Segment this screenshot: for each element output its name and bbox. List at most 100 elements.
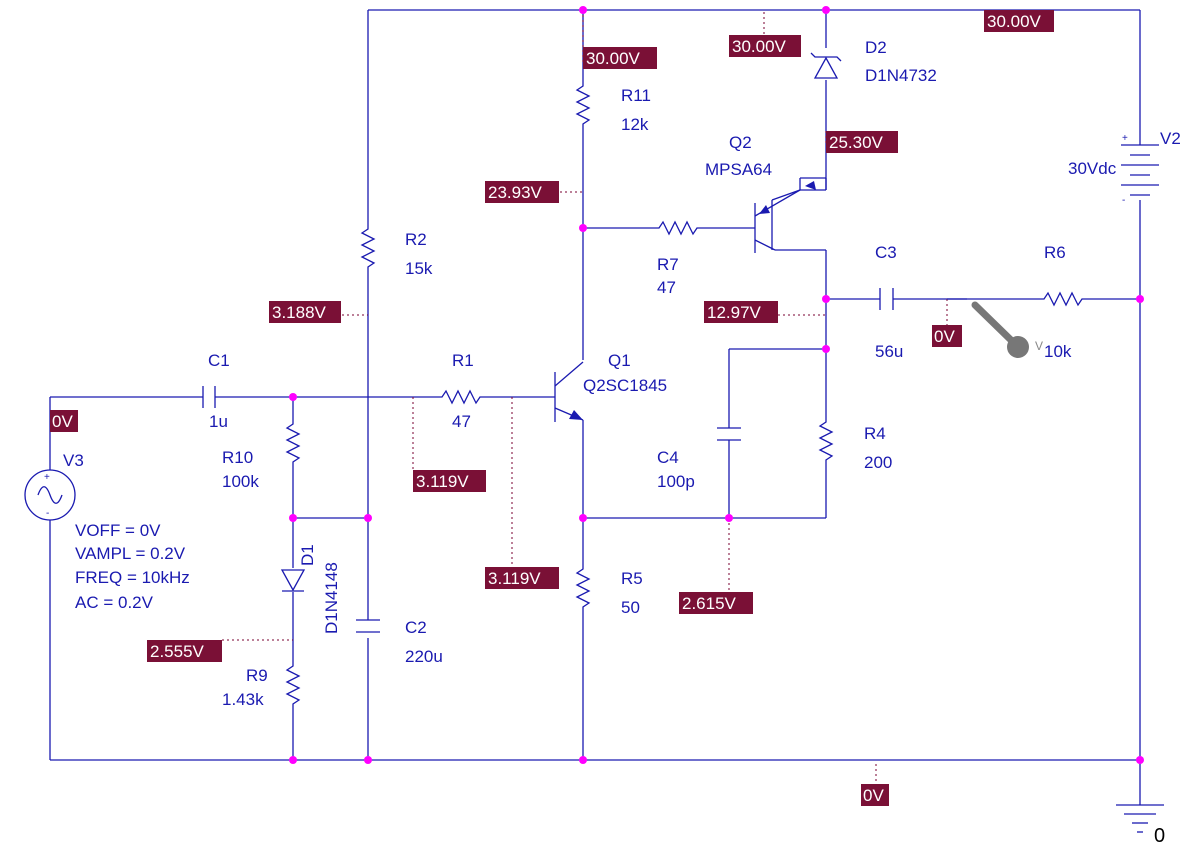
plus-sign: + [1122, 133, 1128, 144]
r7-value: 47 [657, 278, 676, 297]
diode-d1[interactable] [280, 569, 306, 592]
ground-symbol[interactable] [1116, 804, 1164, 833]
resistor-r11[interactable] [575, 82, 591, 132]
d1-value: D1N4148 [322, 562, 341, 634]
voltage-marker[interactable]: 0V [861, 784, 889, 806]
r7-ref: R7 [657, 255, 679, 274]
c2-value: 220u [405, 647, 443, 666]
resistor-r6[interactable] [1040, 291, 1090, 307]
resistor-r9[interactable] [285, 662, 301, 712]
voltage-marker-text: 2.615V [682, 594, 737, 613]
capacitor-c1[interactable] [202, 386, 216, 408]
voltage-marker-text: 30.00V [732, 37, 787, 56]
voltage-marker-text: 2.555V [150, 642, 205, 661]
voltage-probe[interactable]: V [947, 298, 1043, 358]
r4-value: 200 [864, 453, 892, 472]
c1-value: 1u [209, 412, 228, 431]
capacitor-c3[interactable] [879, 288, 894, 310]
plus-sign: + [44, 472, 50, 483]
r4-ref: R4 [864, 424, 886, 443]
capacitor-c4[interactable] [717, 427, 741, 441]
v3-param-ac: AC = 0.2V [75, 593, 154, 612]
marker-leads [222, 10, 948, 784]
voltage-marker-text: 3.188V [272, 303, 327, 322]
r9-ref: R9 [246, 666, 268, 685]
d2-value: D1N4732 [865, 66, 937, 85]
c1-ref: C1 [208, 351, 230, 370]
voltage-marker-text: 3.119V [416, 472, 469, 491]
c4-ref: C4 [657, 448, 679, 467]
voltage-marker-text: 23.93V [488, 183, 543, 202]
voltage-marker[interactable]: 2.615V [679, 592, 753, 614]
r10-ref: R10 [222, 448, 253, 467]
voltage-marker[interactable]: 3.188V [269, 301, 341, 323]
minus-sign: - [1122, 195, 1125, 206]
voltage-marker-text: 0V [52, 412, 73, 431]
r1-ref: R1 [452, 351, 474, 370]
voltage-marker[interactable]: 3.119V [485, 567, 559, 589]
transistor-q2[interactable] [754, 177, 827, 253]
q1-value: Q2SC1845 [583, 376, 667, 395]
resistor-r7[interactable] [655, 220, 705, 236]
voltage-marker[interactable]: 0V [932, 325, 962, 347]
voltage-marker[interactable]: 0V [50, 410, 78, 432]
r6-value: 10k [1044, 342, 1072, 361]
resistor-r4[interactable] [818, 418, 834, 470]
r5-ref: R5 [621, 569, 643, 588]
v3-param-vampl: VAMPL = 0.2V [75, 544, 186, 563]
r6-ref: R6 [1044, 243, 1066, 262]
r2-ref: R2 [405, 230, 427, 249]
voltage-marker-text: 0V [934, 327, 955, 346]
d1-ref: D1 [298, 544, 317, 566]
minus-sign: - [46, 508, 49, 519]
voltage-marker[interactable]: 30.00V [583, 47, 657, 69]
v2-ref: V2 [1160, 129, 1181, 148]
transistor-q1[interactable] [554, 361, 584, 422]
voltage-marker[interactable]: 25.30V [826, 131, 898, 153]
component-labels: R11 12k D2 D1N4732 Q2 MPSA64 V2 30Vdc R2… [63, 38, 1181, 847]
c3-ref: C3 [875, 243, 897, 262]
resistor-r10[interactable] [285, 420, 301, 470]
v3-ref: V3 [63, 451, 84, 470]
voltage-marker-text: 12.97V [707, 303, 762, 322]
r10-value: 100k [222, 472, 259, 491]
q2-ref: Q2 [729, 133, 752, 152]
voltage-marker-text: 25.30V [829, 133, 884, 152]
r2-value: 15k [405, 259, 433, 278]
dc-source-v2[interactable]: + - [1121, 133, 1159, 206]
voltage-marker-text: 30.00V [586, 49, 641, 68]
voltage-marker-text: 30.00V [987, 12, 1042, 31]
c2-ref: C2 [405, 618, 427, 637]
q1-ref: Q1 [608, 351, 631, 370]
resistor-r5[interactable] [575, 565, 591, 615]
ac-source-v3[interactable]: + - [24, 469, 76, 521]
wires [49, 9, 1141, 805]
voltage-marker[interactable]: 3.119V [413, 470, 486, 492]
voltage-marker[interactable]: 12.97V [704, 301, 778, 323]
r11-ref: R11 [621, 86, 651, 105]
v3-param-freq: FREQ = 10kHz [75, 568, 190, 587]
r9-value: 1.43k [222, 690, 264, 709]
junction-dots [289, 6, 1144, 764]
r5-value: 50 [621, 598, 640, 617]
ground-label: 0 [1154, 825, 1165, 847]
voltage-marker[interactable]: 23.93V [485, 181, 559, 203]
voltage-marker[interactable]: 30.00V [729, 35, 801, 57]
resistor-r1[interactable] [438, 389, 488, 405]
d2-ref: D2 [865, 38, 887, 57]
voltage-marker[interactable]: 2.555V [147, 640, 222, 662]
c4-value: 100p [657, 472, 695, 491]
c3-value: 56u [875, 342, 903, 361]
r11-value: 12k [621, 115, 649, 134]
probe-letter: V [1035, 339, 1043, 353]
zener-diode-d2[interactable] [810, 52, 842, 79]
v2-value: 30Vdc [1068, 159, 1117, 178]
capacitor-c2[interactable] [356, 619, 380, 633]
r1-value: 47 [452, 412, 471, 431]
voltage-marker[interactable]: 30.00V [984, 10, 1054, 32]
v3-param-voff: VOFF = 0V [75, 521, 161, 540]
resistor-r2[interactable] [360, 225, 376, 275]
voltage-marker-text: 3.119V [488, 569, 541, 588]
q2-value: MPSA64 [705, 160, 772, 179]
